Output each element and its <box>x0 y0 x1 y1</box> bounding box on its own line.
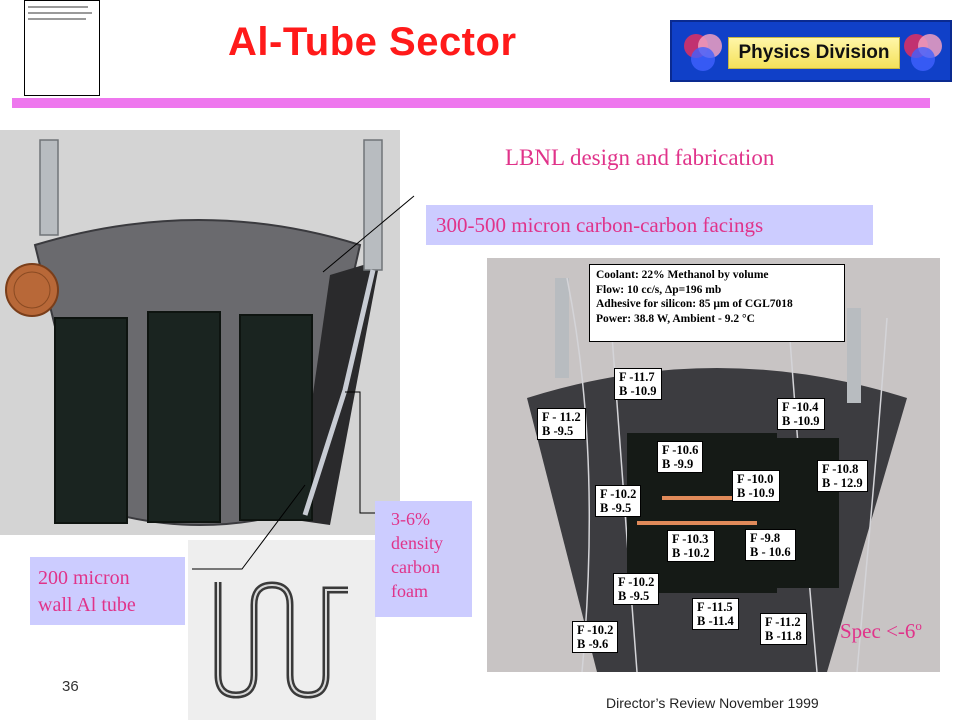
sector-photo <box>0 130 400 535</box>
title-underline-bar <box>12 98 930 108</box>
logo-banner: Physics Division <box>728 37 900 69</box>
venn-logo-icon-right <box>904 34 942 71</box>
adhesive-line: Adhesive for silicon: 85 µm of CGL7018 <box>596 298 793 310</box>
document-stamp <box>24 0 100 96</box>
slide-title: Al-Tube Sector <box>228 20 517 64</box>
al-tube-photo <box>188 540 376 720</box>
physics-division-logo: Physics Division <box>670 20 952 82</box>
facings-callout: 300-500 micron carbon-carbon facings <box>426 205 873 245</box>
footer-review-text: Director’s Review November 1999 <box>606 695 819 711</box>
flow-line: Flow: 10 cc/s, Δp=196 mb <box>596 283 722 296</box>
logo-text: Physics Division <box>738 42 890 63</box>
coolant-parameters-box: Coolant: 22% Methanol by volume Flow: 10… <box>589 264 845 342</box>
design-credit-text: LBNL design and fabrication <box>505 145 775 170</box>
venn-logo-icon-left <box>684 34 722 71</box>
thermal-test-photo: Coolant: 22% Methanol by volume Flow: 10… <box>487 258 940 672</box>
power-line: Power: 38.8 W, Ambient - 9.2 °C <box>596 312 755 325</box>
page-number: 36 <box>62 678 79 695</box>
foam-callout: 3-6% density carbon foam <box>375 501 472 617</box>
coolant-line: Coolant: 22% Methanol by volume <box>596 269 769 281</box>
spec-text: Spec <-6o <box>840 618 922 643</box>
al-tube-callout: 200 micron wall Al tube <box>30 557 185 625</box>
